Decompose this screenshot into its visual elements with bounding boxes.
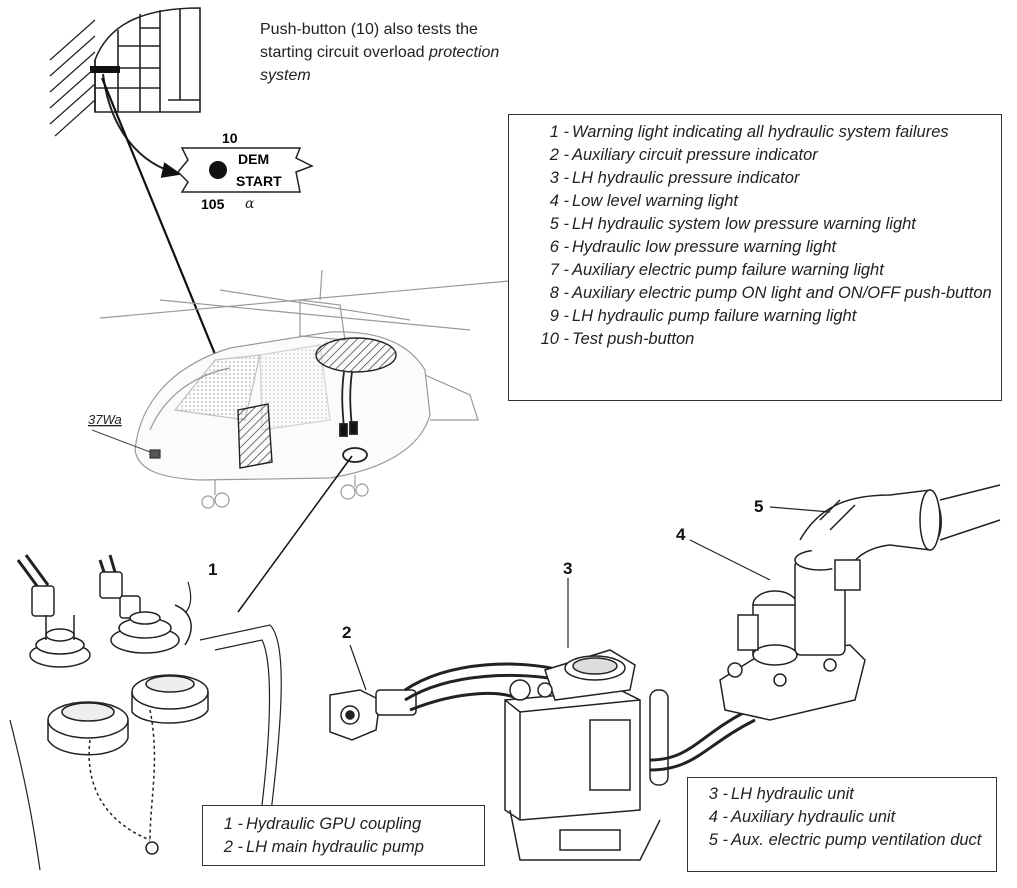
legend-text: Auxiliary hydraulic unit bbox=[731, 808, 896, 826]
legend-number: 5 - bbox=[708, 831, 728, 849]
test-note: Push-button (10) also tests the starting… bbox=[260, 18, 580, 87]
cockpit-access-panel-hatched bbox=[237, 337, 397, 469]
note-line-2-italic: protection bbox=[428, 44, 500, 61]
legend-text: Warning light indicating all hydraulic s… bbox=[572, 123, 949, 141]
legend-row: 8 -Auxiliary electric pump ON light and … bbox=[517, 282, 993, 305]
legend-number: 4 - bbox=[708, 808, 728, 826]
legend-number: 4 - bbox=[549, 192, 569, 210]
legend-text: Aux. electric pump ventilation duct bbox=[731, 831, 982, 849]
cockpit-panel-detail bbox=[49, 7, 201, 178]
legend-row: 1 -Warning light indicating all hydrauli… bbox=[517, 121, 993, 144]
callout-leaders bbox=[185, 506, 831, 691]
legend-number: 2 - bbox=[223, 838, 243, 856]
legend-text: LH hydraulic unit bbox=[731, 785, 854, 803]
legend-coupling-pump: 1 -Hydraulic GPU coupling 2 -LH main hyd… bbox=[202, 805, 485, 866]
legend-number: 1 - bbox=[549, 123, 569, 141]
dem-start-test-panel: DEM START 10 105 α bbox=[176, 130, 314, 212]
legend-row: 1 -Hydraulic GPU coupling bbox=[213, 813, 476, 836]
hydraulic-units-illustration bbox=[329, 484, 1001, 861]
legend-row: 2 -Auxiliary circuit pressure indicator bbox=[517, 144, 993, 167]
legend-number: 5 - bbox=[549, 215, 569, 233]
legend-number: 9 - bbox=[549, 307, 569, 325]
legend-text: Hydraulic GPU coupling bbox=[246, 815, 422, 833]
callout-2: 2 bbox=[342, 623, 351, 642]
legend-row: 6 -Hydraulic low pressure warning light bbox=[517, 236, 993, 259]
panel-ref-suffix: α bbox=[245, 196, 255, 212]
leader-aircraft-to-coupling bbox=[237, 455, 353, 613]
legend-text: LH hydraulic system low pressure warning… bbox=[572, 215, 916, 233]
aircraft-ref-label: 37Wa bbox=[88, 412, 122, 427]
legend-text: Test push-button bbox=[572, 330, 695, 348]
legend-text: Low level warning light bbox=[572, 192, 739, 210]
legend-text: LH hydraulic pump failure warning light bbox=[572, 307, 857, 325]
aircraft-hydraulic-lines bbox=[339, 371, 368, 463]
legend-row: 3 -LH hydraulic pressure indicator bbox=[517, 167, 993, 190]
helicopter-illustration bbox=[99, 269, 521, 509]
legend-cockpit-indicators: 1 -Warning light indicating all hydrauli… bbox=[508, 114, 1002, 401]
test-push-button-icon bbox=[209, 161, 227, 179]
legend-number: 3 - bbox=[549, 169, 569, 187]
legend-row: 3 -LH hydraulic unit bbox=[696, 783, 988, 806]
legend-number: 8 - bbox=[549, 284, 569, 302]
note-line-2: starting circuit overload protection bbox=[260, 41, 580, 64]
legend-text: Hydraulic low pressure warning light bbox=[572, 238, 837, 256]
panel-item-number: 10 bbox=[222, 130, 238, 146]
hydraulic-gpu-coupling-illustration bbox=[9, 554, 282, 871]
legend-row: 7 -Auxiliary electric pump failure warni… bbox=[517, 259, 993, 282]
legend-row: 9 -LH hydraulic pump failure warning lig… bbox=[517, 305, 993, 328]
legend-row: 4 -Low level warning light bbox=[517, 190, 993, 213]
panel-ref-number: 105 bbox=[201, 196, 225, 212]
note-line-3: system bbox=[260, 64, 580, 87]
aircraft-ref-leader bbox=[91, 429, 151, 453]
legend-row: 5 -Aux. electric pump ventilation duct bbox=[696, 829, 988, 852]
legend-number: 7 - bbox=[549, 261, 569, 279]
legend-text: LH main hydraulic pump bbox=[246, 838, 424, 856]
legend-number: 1 - bbox=[223, 815, 243, 833]
legend-text: LH hydraulic pressure indicator bbox=[572, 169, 800, 187]
callout-4: 4 bbox=[676, 525, 686, 544]
legend-number: 10 - bbox=[540, 330, 569, 348]
legend-row: 10 -Test push-button bbox=[517, 328, 993, 351]
callout-1: 1 bbox=[208, 560, 217, 579]
legend-number: 2 - bbox=[549, 146, 569, 164]
legend-hydraulic-units: 3 -LH hydraulic unit 4 -Auxiliary hydrau… bbox=[687, 777, 997, 872]
legend-row: 4 -Auxiliary hydraulic unit bbox=[696, 806, 988, 829]
legend-row: 2 -LH main hydraulic pump bbox=[213, 836, 476, 859]
panel-text-start: START bbox=[236, 173, 282, 189]
legend-text: Auxiliary electric pump failure warning … bbox=[572, 261, 884, 279]
note-line-1: Push-button (10) also tests the bbox=[260, 21, 478, 38]
legend-row: 5 -LH hydraulic system low pressure warn… bbox=[517, 213, 993, 236]
legend-text: Auxiliary circuit pressure indicator bbox=[572, 146, 818, 164]
legend-number: 3 - bbox=[708, 785, 728, 803]
callout-5: 5 bbox=[754, 497, 763, 516]
legend-number: 6 - bbox=[549, 238, 569, 256]
panel-text-dem: DEM bbox=[238, 151, 269, 167]
callout-3: 3 bbox=[563, 559, 572, 578]
note-line-3-italic: system bbox=[260, 67, 311, 84]
legend-text: Auxiliary electric pump ON light and ON/… bbox=[572, 284, 992, 302]
note-line-2-plain: starting circuit overload bbox=[260, 44, 429, 61]
